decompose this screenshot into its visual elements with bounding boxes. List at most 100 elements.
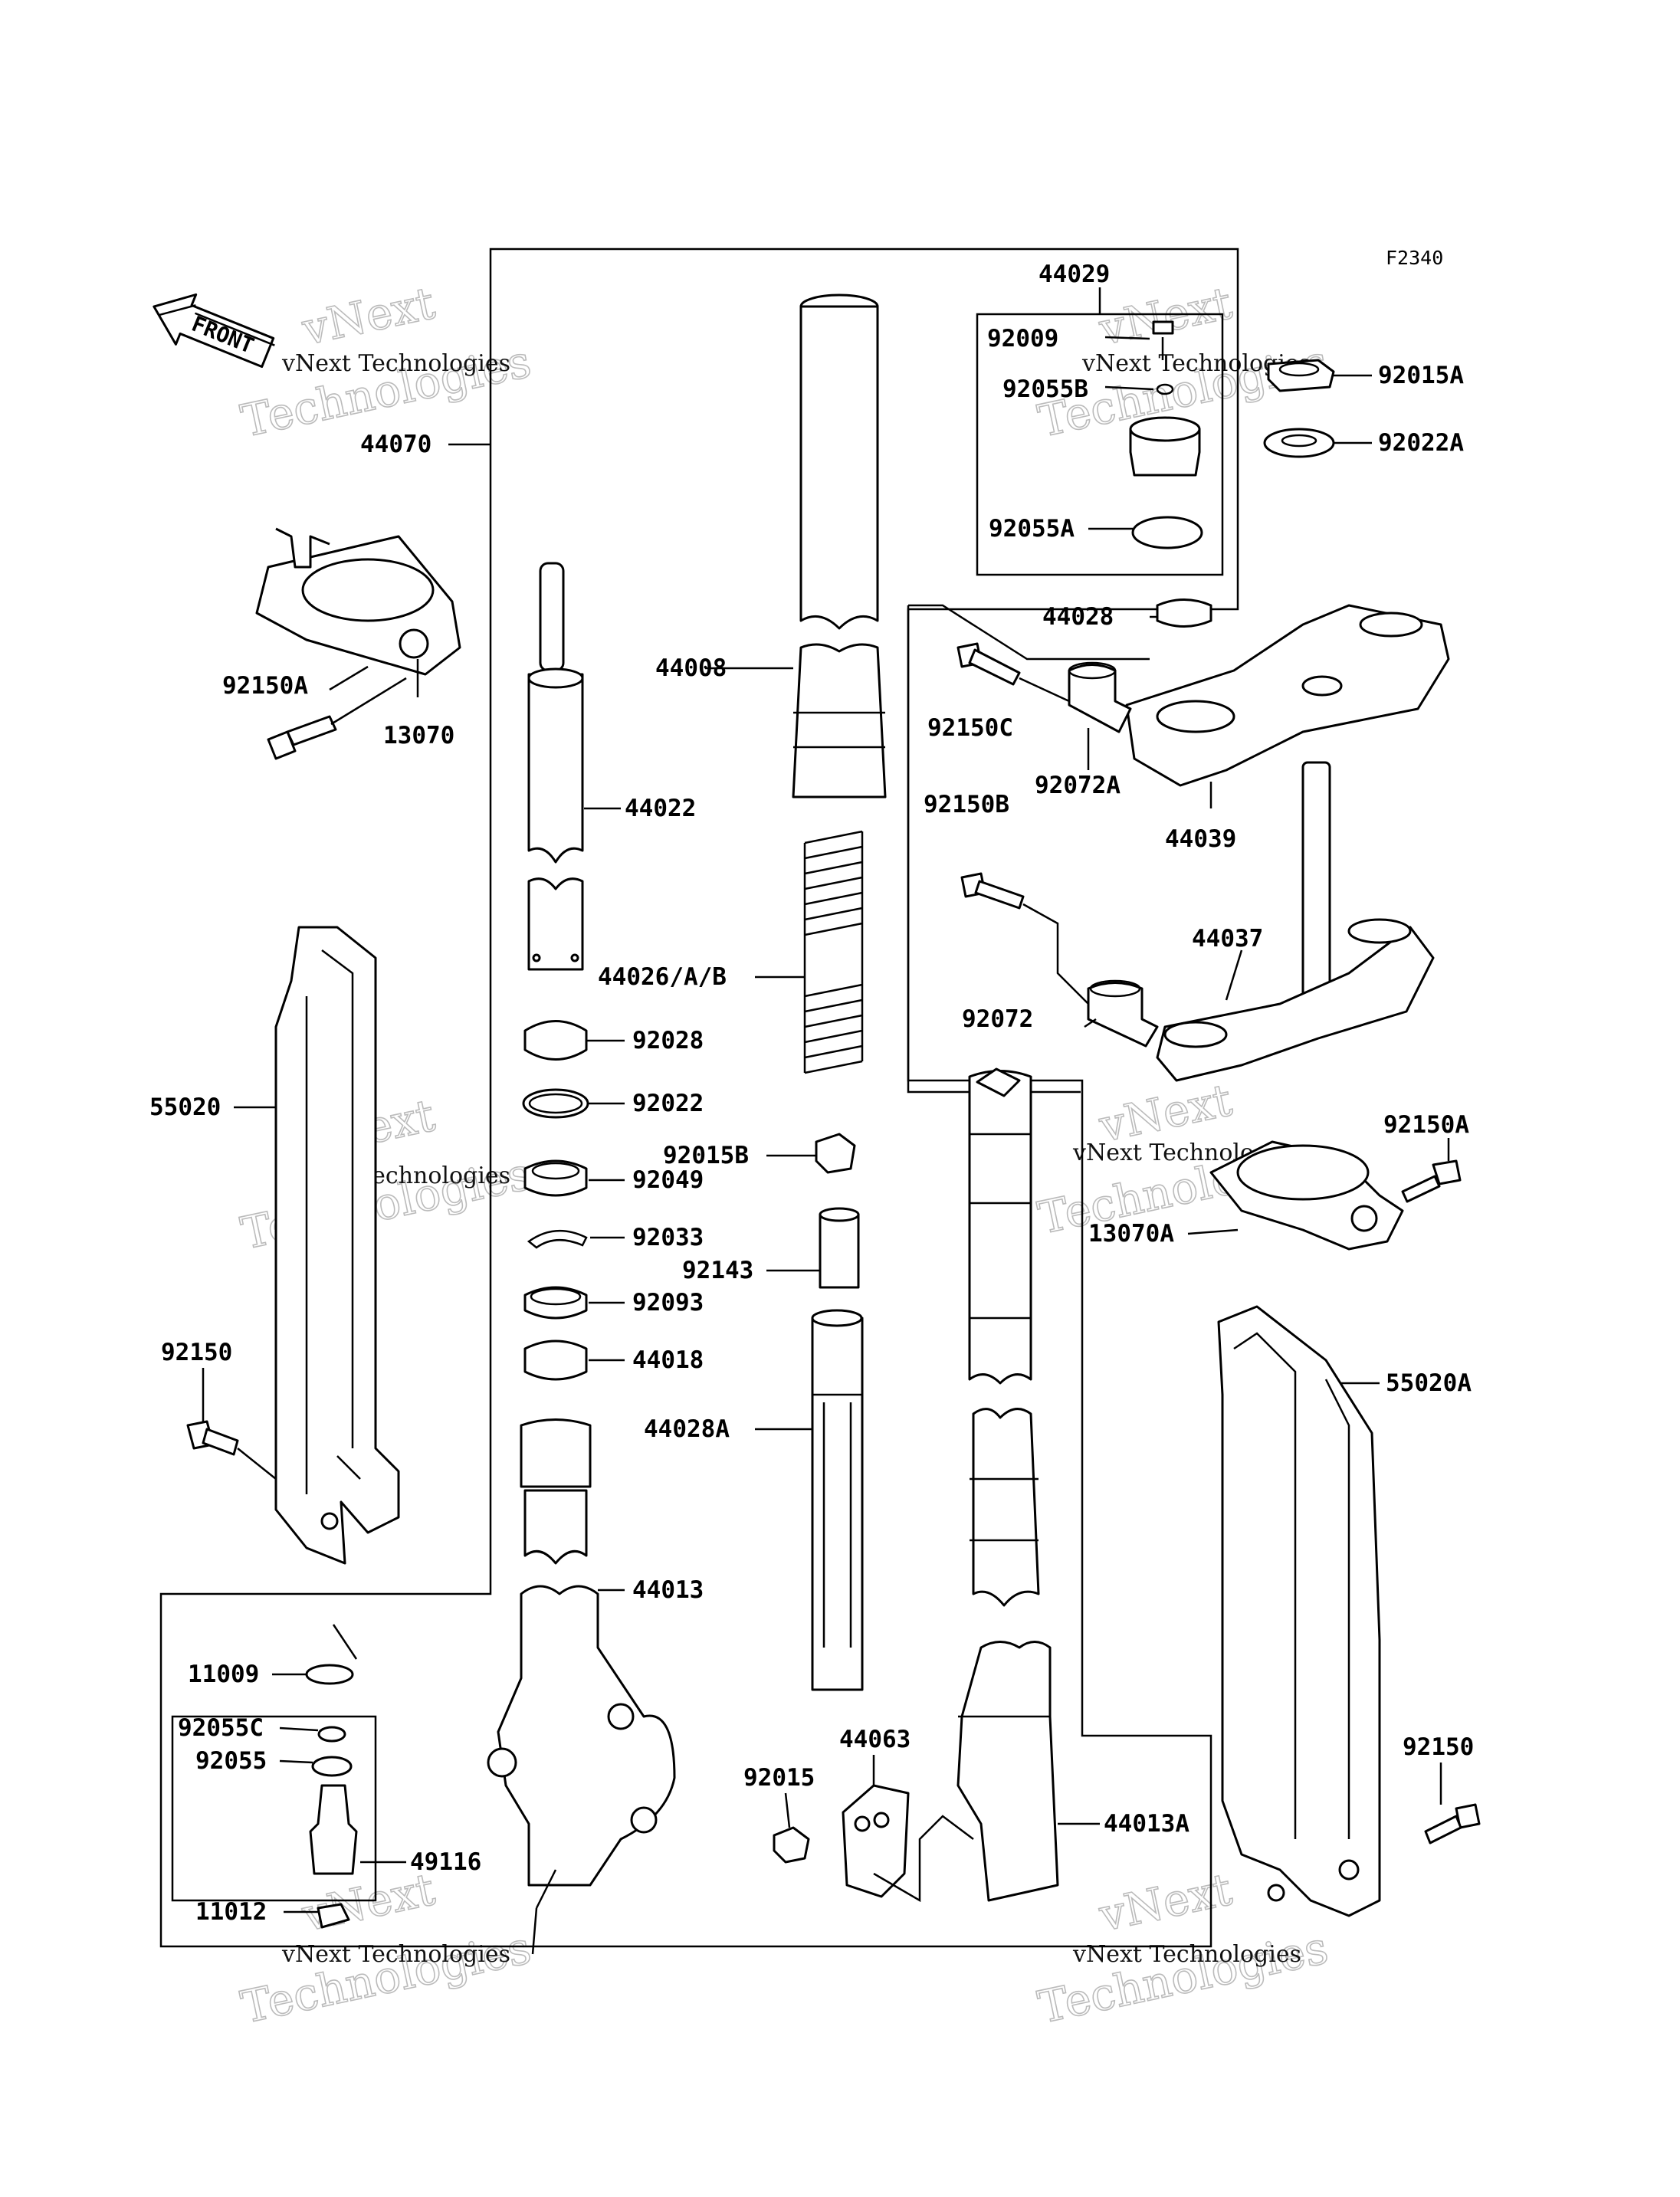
label-44018: 44018: [632, 1346, 704, 1374]
label-92093: 92093: [632, 1289, 704, 1317]
cap-bolt-44029: [1129, 320, 1203, 549]
label-13070A: 13070A: [1088, 1220, 1174, 1248]
label-92150B: 92150B: [924, 791, 1009, 818]
fork-guard-55020A: [1217, 1305, 1381, 1917]
label-44022: 44022: [625, 795, 696, 822]
bushing-92028: [523, 1020, 588, 1061]
lower-triple-clamp-44037: [1156, 761, 1435, 1082]
upper-clamp-13070: [255, 527, 461, 676]
diagram-code: F2340: [1386, 247, 1443, 269]
clamp-92072A: [1068, 661, 1132, 733]
label-92072A: 92072A: [1035, 772, 1121, 799]
svg-text:Technologies: Technologies: [237, 1921, 536, 2033]
label-92022: 92022: [632, 1090, 704, 1117]
label-92150C: 92150C: [927, 714, 1013, 742]
outer-tube-44013A: [956, 1641, 1059, 1902]
outer-tube-right: [968, 1067, 1040, 1607]
label-92015: 92015: [743, 1764, 815, 1792]
label-92015B: 92015B: [663, 1142, 749, 1169]
bolt-92150A-left: [267, 677, 407, 760]
outer-tube-44013: [487, 1585, 676, 1887]
label-44070: 44070: [360, 431, 431, 458]
label-92055: 92055: [195, 1747, 267, 1775]
front-arrow-icon: FRONT: [153, 293, 275, 369]
label-11009: 11009: [188, 1661, 259, 1688]
label-44028: 44028: [1042, 603, 1114, 631]
ring-11009: [305, 1664, 354, 1685]
cylinder-44013-upper: [520, 1418, 592, 1565]
label-11012: 11012: [195, 1898, 267, 1926]
svg-text:Technologies: Technologies: [1034, 1921, 1333, 2033]
label-44039: 44039: [1165, 825, 1236, 853]
oring-92055: [311, 1756, 353, 1777]
label-55020: 55020: [149, 1094, 221, 1121]
label-92009: 92009: [987, 325, 1058, 353]
label-92150A-left: 92150A: [222, 672, 308, 700]
damper-rod-44022: [527, 562, 584, 971]
leader-lines: [202, 287, 1450, 1913]
valve-subassembly-box: [171, 1715, 377, 1902]
valve-49116: [309, 1784, 358, 1875]
collar-44028: [1156, 598, 1212, 628]
label-44028A: 44028A: [644, 1415, 730, 1443]
seal-92093: [523, 1286, 588, 1320]
nut-92015B: [815, 1133, 856, 1174]
label-92055B: 92055B: [1002, 375, 1088, 403]
upper-triple-clamp-44039: [1125, 604, 1450, 787]
watermark-text: vNext Technologies: [281, 1941, 510, 1968]
oil-seal-92049: [523, 1159, 588, 1197]
label-92015A: 92015A: [1378, 362, 1464, 389]
label-55020A: 55020A: [1386, 1369, 1472, 1397]
watermark-word1: vNext: [297, 277, 439, 356]
label-92033: 92033: [632, 1224, 704, 1251]
axle-holder-44063: [842, 1784, 974, 1903]
nut-11012: [317, 1903, 350, 1929]
label-92055C: 92055C: [178, 1714, 264, 1742]
bolt-92150-right: [1424, 1803, 1481, 1844]
label-92143: 92143: [682, 1257, 753, 1284]
watermark-text: vNext Technologies: [1072, 1941, 1301, 1968]
label-44013: 44013: [632, 1576, 704, 1604]
spring-44026: [803, 830, 864, 1074]
label-44008: 44008: [655, 654, 727, 682]
watermark-text: vNext Technologies: [281, 350, 510, 377]
washer-92022: [522, 1088, 589, 1119]
bolt-92150-left: [186, 1420, 277, 1480]
clamp-bracket-top: [908, 604, 1150, 661]
label-49116: 49116: [410, 1848, 481, 1876]
bolt-92150A-right: [1401, 1159, 1462, 1203]
clamp-92072: [1087, 979, 1159, 1048]
label-92055A: 92055A: [989, 515, 1075, 543]
watermark-bottom-right: vNext Technologies vNext Technologies: [1033, 1862, 1333, 2034]
pipe-92143: [819, 1207, 860, 1289]
bolt-92150B: [960, 872, 1089, 1005]
oring-92055C: [317, 1726, 346, 1743]
label-92150-left: 92150: [161, 1339, 232, 1366]
washer-92022A: [1263, 428, 1335, 458]
label-44013A: 44013A: [1104, 1810, 1189, 1838]
label-44063: 44063: [839, 1726, 911, 1753]
label-92150A-right: 92150A: [1383, 1111, 1469, 1139]
nut-92015: [773, 1826, 810, 1864]
bushing-44018: [523, 1340, 588, 1381]
label-44029: 44029: [1039, 261, 1110, 288]
label-92150-right: 92150: [1403, 1733, 1474, 1761]
assembly-outline: [159, 248, 1239, 1948]
bolt-92150C: [956, 642, 1070, 703]
label-92022A: 92022A: [1378, 429, 1464, 457]
cylinder-44028A: [811, 1309, 864, 1691]
label-92028: 92028: [632, 1027, 704, 1054]
clip-92033: [527, 1229, 588, 1249]
part-labels: 44029 92009 92055B 92055A 92015A 92022A …: [149, 261, 1474, 1926]
label-92072: 92072: [962, 1005, 1033, 1033]
watermark-bottom-left: vNext Technologies vNext Technologies: [236, 1862, 536, 2034]
label-44037: 44037: [1192, 925, 1263, 953]
indicator-ticks: [332, 1624, 557, 1955]
inner-tube-44008: [792, 293, 887, 798]
label-44026: 44026/A/B: [598, 963, 727, 991]
svg-text:vNext: vNext: [1094, 1863, 1236, 1942]
nut-92015A: [1267, 359, 1335, 392]
fork-guard-55020: [274, 926, 400, 1565]
clamp-13070A: [1209, 1140, 1404, 1251]
